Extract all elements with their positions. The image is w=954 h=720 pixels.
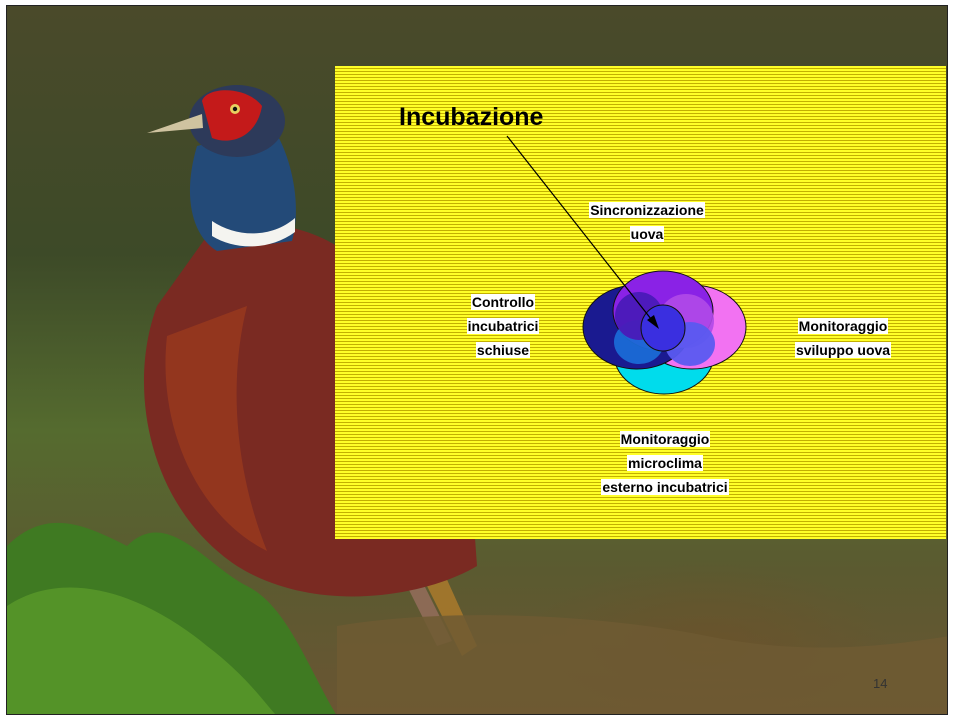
slide: Incubazione Sincronizzazione uova Contro… — [6, 5, 948, 715]
label-left-line-3: schiuse — [476, 342, 530, 358]
label-bottom-line-1: Monitoraggio — [620, 431, 711, 447]
label-top-line-2: uova — [630, 226, 665, 242]
label-left-line-1: Controllo — [471, 294, 535, 310]
diagram-title: Incubazione — [399, 103, 543, 132]
circle-center — [641, 305, 685, 351]
label-left-line-2: incubatrici — [467, 318, 540, 334]
label-right-line-1: Monitoraggio — [798, 318, 889, 334]
label-right-line-2: sviluppo uova — [795, 342, 891, 358]
label-right: Monitoraggio sviluppo uova — [773, 314, 913, 362]
label-bottom: Monitoraggio microclima esterno incubatr… — [575, 427, 755, 499]
page-number: 14 — [873, 676, 887, 691]
label-top: Sincronizzazione uova — [567, 198, 727, 246]
label-top-line-1: Sincronizzazione — [589, 202, 705, 218]
label-bottom-line-3: esterno incubatrici — [601, 479, 728, 495]
label-bottom-line-2: microclima — [627, 455, 703, 471]
label-left: Controllo incubatrici schiuse — [443, 290, 563, 362]
